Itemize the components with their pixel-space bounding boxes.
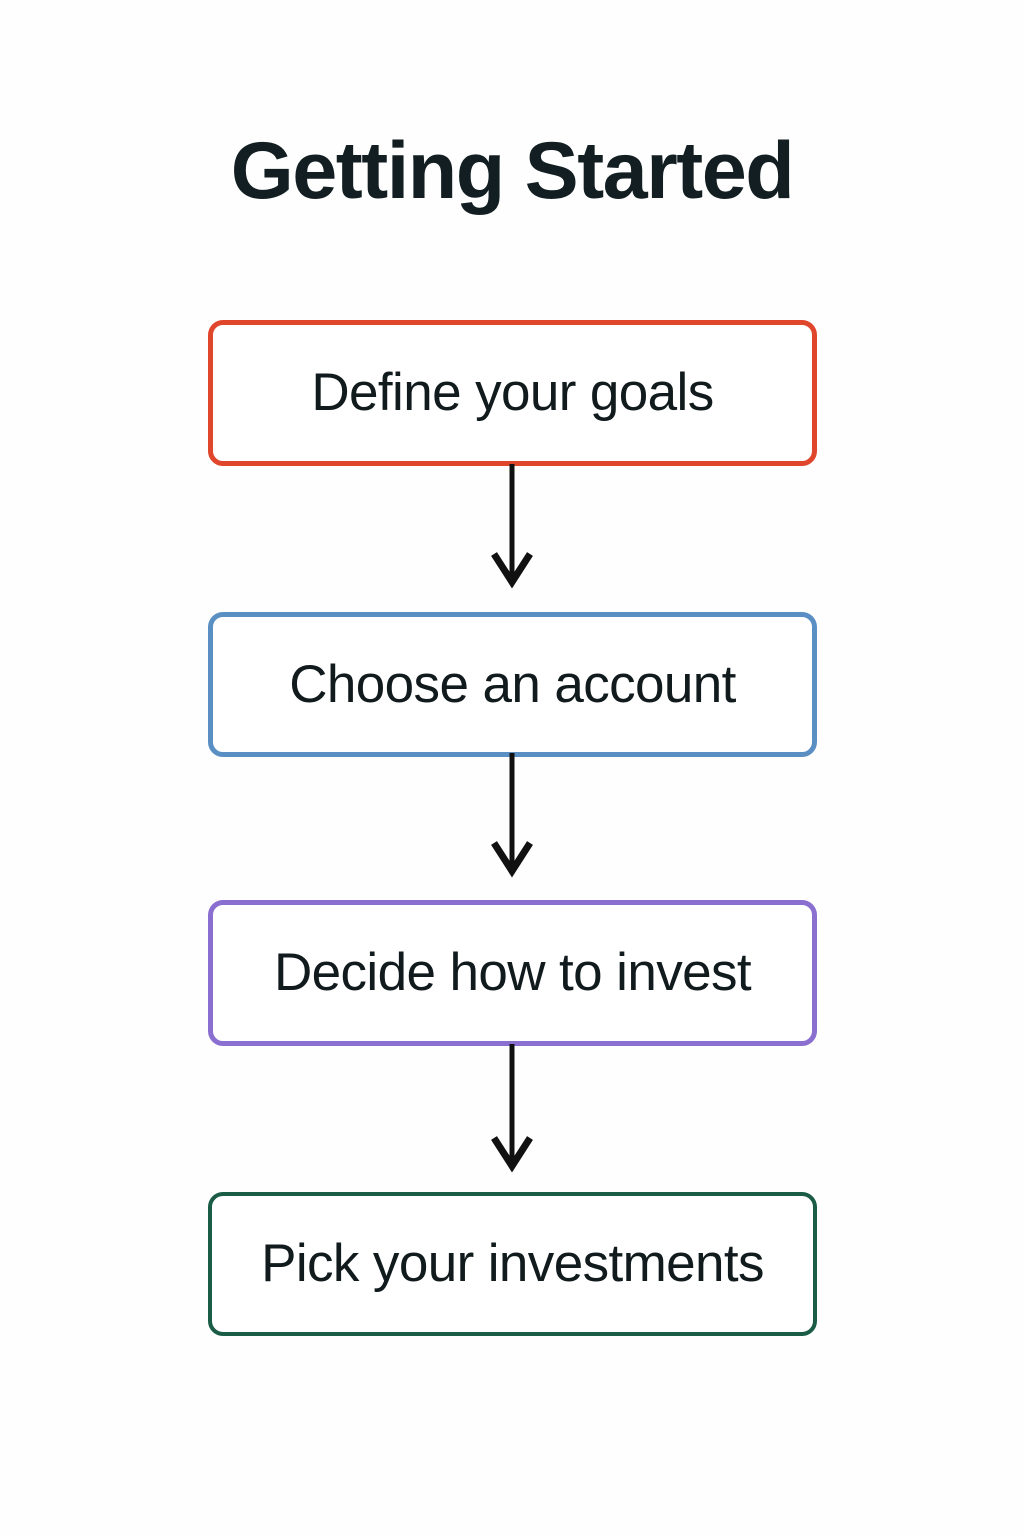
page-title: Getting Started [230, 126, 795, 216]
flowchart-node-label: Choose an account [289, 654, 736, 714]
flowchart-node-label: Decide how to invest [273, 943, 752, 1003]
flowchart-node-define-your-goals[interactable]: Define your goals [208, 320, 817, 466]
flowchart-arrow-down-1 [462, 464, 562, 616]
arrow-down-icon [491, 464, 533, 589]
flowchart-arrow-down-2 [462, 753, 562, 903]
arrow-down-icon [491, 753, 533, 878]
flowchart-node-pick-your-investments[interactable]: Pick your investments [208, 1192, 817, 1336]
flowchart-node-label: Pick your investments [261, 1234, 764, 1294]
flowchart-arrow-down-3 [462, 1044, 562, 1194]
arrow-down-icon [491, 1044, 533, 1173]
flowchart-node-choose-an-account[interactable]: Choose an account [208, 612, 817, 757]
flowchart-node-label: Define your goals [311, 363, 714, 423]
flowchart-node-decide-how-to-invest[interactable]: Decide how to invest [208, 900, 817, 1046]
